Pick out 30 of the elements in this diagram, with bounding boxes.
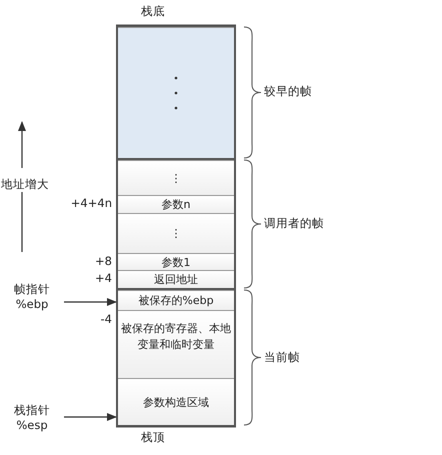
cell-text: 被保存的寄存器、本地变量和临时变量: [120, 321, 232, 353]
offset-label: +8: [95, 254, 112, 268]
stack-cell: [118, 378, 234, 425]
stack-cell: [118, 310, 234, 378]
frame-label: 当前帧: [264, 350, 300, 365]
cell-text: 参数构造区域: [143, 394, 209, 410]
stack-cell: [118, 290, 234, 310]
offset-label: -4: [100, 312, 112, 326]
arrow: [64, 413, 117, 421]
stack-cell: [118, 253, 234, 270]
stack-bottom-label: 栈底: [140, 4, 166, 19]
cell-text: 返回地址: [154, 272, 198, 287]
cell-text: 被保存的%ebp: [138, 293, 214, 308]
pointer-label: 栈指针 %esp: [4, 403, 60, 433]
stack-cell: [118, 195, 234, 213]
cell-text: ⋮: [170, 172, 182, 184]
cell-text: 参数1: [162, 254, 190, 270]
stack-cell: [118, 270, 234, 288]
stack-cell: [118, 213, 234, 253]
arrow: [64, 298, 117, 306]
stack-cell: [118, 160, 234, 195]
axis-label: 地址增大: [1, 177, 49, 192]
offset-label: +4+4n: [70, 196, 112, 210]
cell-text: 参数n: [162, 197, 190, 212]
cell-text: ⋮: [170, 227, 182, 240]
frame-label: 调用者的帧: [264, 216, 324, 231]
pointer-label: 帧指针 %ebp: [4, 282, 60, 312]
frame-label: 较早的帧: [264, 84, 312, 99]
stack-top-label: 栈顶: [140, 430, 166, 445]
offset-label: +4: [95, 271, 112, 285]
